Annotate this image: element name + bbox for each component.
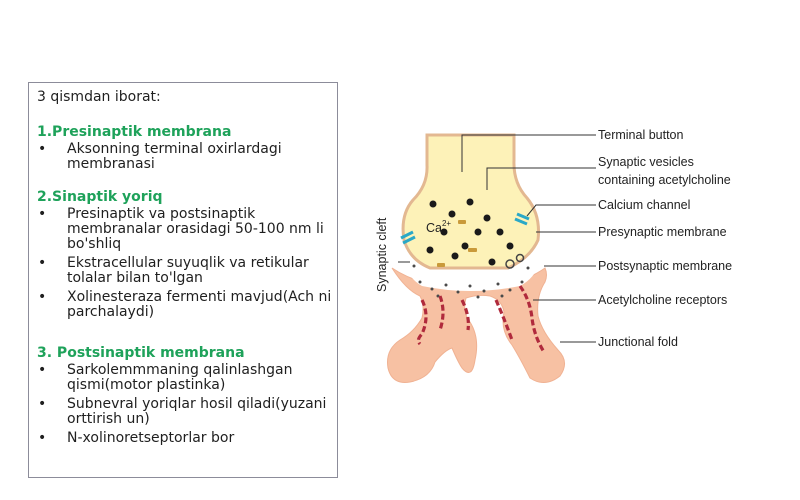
synaptic-cleft-region [404,262,540,291]
text-panel: 3 qismdan iborat: 1.Presinaptik membrana… [28,82,338,478]
bullet-item: Xolinesteraza fermenti mavjud(Ach ni par… [37,290,337,320]
bullet-list-presynaptic: Aksonning terminal oxirlardagi membranas… [37,142,337,172]
label-synaptic-vesicles-2: containing acetylcholine [598,173,731,187]
leader-lines [461,134,596,343]
synaptic-cleft-side-label: Synaptic cleft [375,217,389,292]
label-calcium-channel: Calcium channel [598,198,690,212]
section-title-presynaptic: 1.Presinaptik membrana [37,124,232,140]
calcium-channel-left [400,230,416,245]
bullet-item: Aksonning terminal oxirlardagi membranas… [37,142,337,172]
cleft-dots [412,264,530,299]
intro-text: 3 qismdan iborat: [37,89,161,105]
label-synaptic-vesicles: Synaptic vesicles [598,155,694,169]
label-acetylcholine-receptors: Acetylcholine receptors [598,293,727,307]
section-title-postsynaptic: 3. Postsinaptik membrana [37,345,245,361]
bullet-list-postsynaptic: Sarkolemmmaning qalinlashgan qismi(motor… [37,363,337,447]
synaptic-vesicles [426,198,514,266]
label-junctional-fold: Junctional fold [598,335,678,349]
postsynaptic-membrane-shape [387,267,565,383]
calcium-ion-label: Ca2+ [426,219,451,235]
calcium-channel-right [514,212,530,226]
bullet-item: Ekstracellular suyuqlik va retikular tol… [37,256,337,286]
bullet-item: Sarkolemmmaning qalinlashgan qismi(motor… [37,363,337,393]
vesicle-open [505,253,525,269]
bullet-item: Presinaptik va postsinaptik membranalar … [37,207,337,252]
label-postsynaptic-membrane: Postsynaptic membrane [598,259,732,273]
bullet-item: Subnevral yoriqlar hosil qiladi(yuzani o… [37,397,337,427]
acetylcholine-receptors [416,285,546,353]
bullet-item: N-xolinoretseptorlar bor [37,431,337,447]
label-terminal-button: Terminal button [598,128,684,142]
section-title-cleft: 2.Sinaptik yoriq [37,189,163,205]
label-presynaptic-membrane: Presynaptic membrane [598,225,727,239]
bullet-list-cleft: Presinaptik va postsinaptik membranalar … [37,207,337,320]
vesicle-fragments [437,220,477,267]
